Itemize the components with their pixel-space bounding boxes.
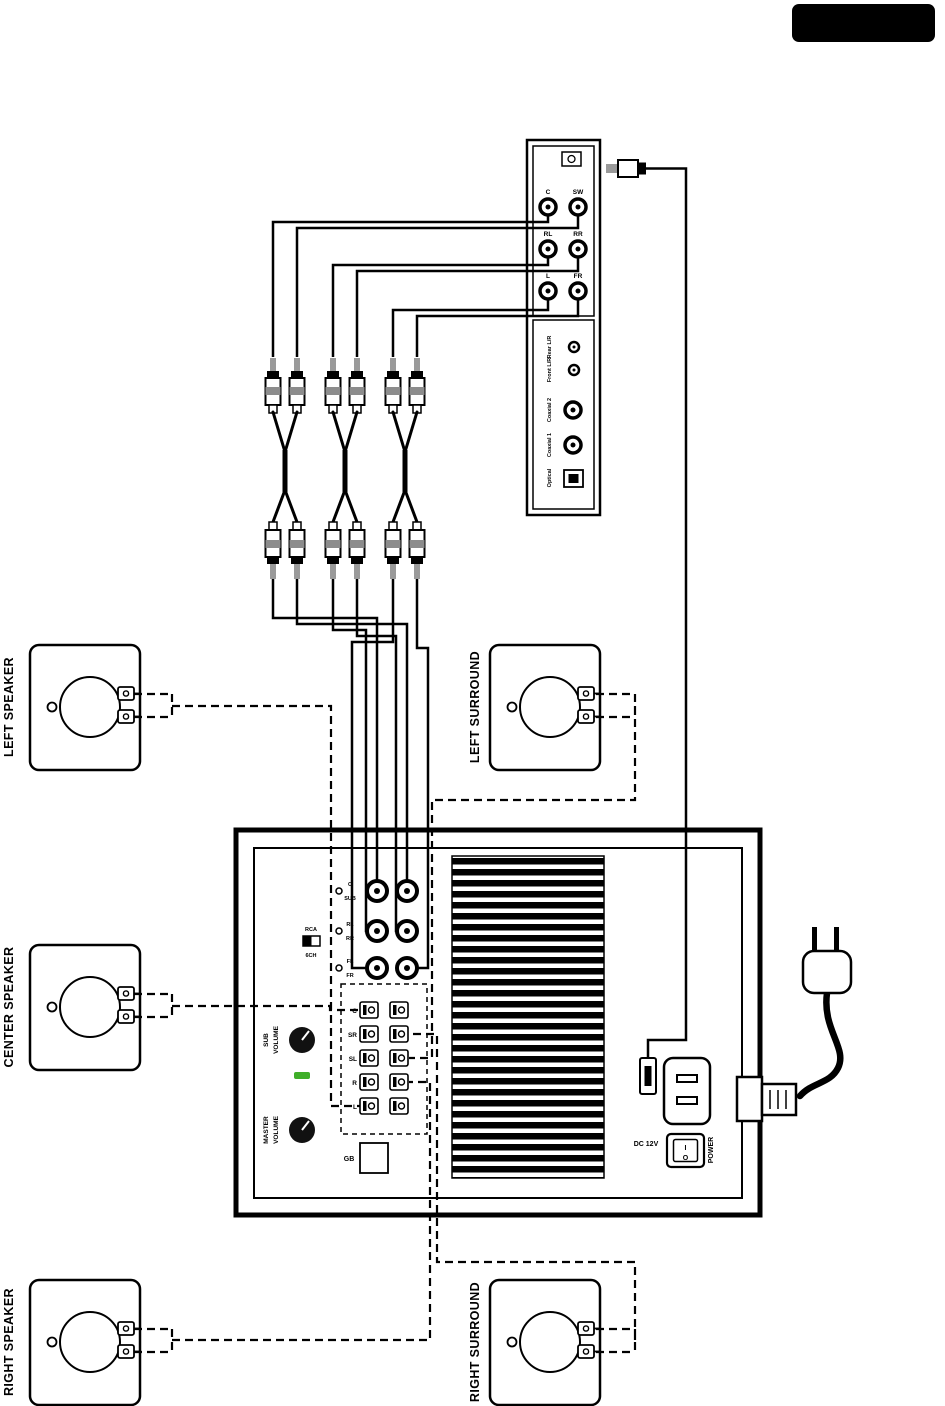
subwoofer-panel [233,827,763,1218]
decoder-jack-label: C [546,189,551,196]
right-speaker-label: RIGHT SPEAKER [2,1288,16,1396]
terminal-label: C [352,1008,357,1015]
decoder-to-cable-wires [271,216,580,357]
power-label: POWER [708,1137,715,1163]
sub-jack-fl [365,956,389,980]
decoder-port-label: Coaxial 1 [547,433,553,457]
dc-plug-tip [606,164,618,173]
input-rca-label: RCA [305,927,317,933]
left-speaker-label: LEFT SPEAKER [2,657,16,757]
power-led [294,1072,310,1079]
decoder-port-label: Coaxial 2 [547,398,553,422]
decoder-jack-label: SW [573,189,584,196]
fuse-holder: GB [344,1142,389,1174]
decoder-jack-sw [568,197,588,217]
rca-cable-2 [324,357,366,580]
sub-rca-inputs: C SUB RL RR FL FR [335,879,419,980]
left-surround-box [490,645,600,770]
decoder-jack-l [538,281,558,301]
left-surround-wire [409,692,637,1060]
sub-jack-rl [365,919,389,943]
sub-jack-fr [395,956,419,980]
terminal-label: SR [348,1032,357,1039]
left-speaker-wire [134,692,360,1108]
dc-label: DC 12V [634,1141,659,1148]
sub-jack-c [365,879,389,903]
decoder-jack-label: RR [573,231,583,238]
sub-rca-label: SUB [344,896,356,902]
master-volume-label: VOLUME [273,1115,280,1143]
decoder-port-label: Optical [547,468,553,487]
decoder-jack-label: FR [574,273,583,280]
decoder-jack-fr [568,281,588,301]
decoder-jack-c [538,197,558,217]
sub-rca-label: RR [346,936,354,942]
decoder-jack-label: RL [544,231,553,238]
plug-prong [834,927,839,954]
power-on-mark: I [685,1145,687,1152]
decoder-jack-label: L [546,273,550,280]
rca-cable-1 [264,357,306,580]
decoder-coax2-jack [563,400,583,420]
left-speaker-box [30,645,140,770]
sub-volume-knob [288,1026,316,1054]
page-tab [792,4,935,42]
plug-body [801,949,853,995]
input-select-switch: RCA 6CH [302,927,321,959]
center-speaker-box [30,945,140,1070]
fuse-label: GB [344,1156,355,1163]
center-speaker-wire [134,992,358,1019]
power-cord [796,989,844,1100]
master-volume-knob [288,1116,316,1144]
rca-cable-3 [384,357,426,580]
center-speaker-label: CENTER SPEAKER [2,947,16,1068]
rca-y-cables [264,357,426,580]
dc-plug-ring [638,162,646,175]
sub-rca-label: FR [346,973,353,979]
sub-volume-label: VOLUME [273,1025,280,1053]
sub-rca-label: RL [346,922,354,928]
dc-12v-jack: DC 12V [634,1057,659,1148]
terminal-label: L [353,1104,357,1111]
right-surround-wire [409,1032,637,1354]
decoder-dc-pin [567,154,576,164]
speaker-wires [134,692,637,1354]
decoder-coax1-jack [563,435,583,455]
terminal-label: SL [349,1056,357,1063]
left-surround-label: LEFT SURROUND [468,651,482,763]
decoder-port-label: Rear L/R [547,336,553,359]
sub-terminal-block: C SR SL R L [340,983,428,1135]
dc-cable [606,159,688,1058]
right-speaker-wire [134,1080,432,1354]
right-surround-label: RIGHT SURROUND [468,1282,482,1402]
right-speaker-box [30,1280,140,1405]
power-switch: I O POWER [665,1132,715,1169]
right-surround-box [490,1280,600,1405]
sub-rca-label: FL [347,959,354,965]
power-off-mark: O [683,1155,689,1162]
ac-plug [796,927,853,1100]
dc-plug-body [617,159,639,178]
decoder-port-label: Front L/R [547,358,553,382]
decoder-jacks: C SW RL RR L FR Rear L/R Front L/R Coaxi… [538,189,588,488]
sub-jack-rr [395,919,419,943]
master-volume-label: MASTER [263,1116,270,1144]
decoder-card [525,138,602,517]
sub-volume-label: SUB [263,1033,270,1047]
input-6ch-label: 6CH [305,953,316,959]
heatsink [451,855,605,1179]
ac-inlet [735,1075,798,1123]
plug-prong [812,927,817,954]
volume-controls: SUB VOLUME MASTER VOLUME [263,1025,316,1144]
terminal-label: R [352,1080,357,1087]
speaker-boxes: LEFT SPEAKER LEFT SURROUND CENTER SPEAKE… [2,645,600,1405]
decoder-jack-rr [568,239,588,259]
sub-jack-sub [395,879,419,903]
sub-rca-label: C [348,882,352,888]
decoder-dc-port [561,151,582,167]
ac-socket [662,1056,712,1126]
decoder-jack-rl [538,239,558,259]
